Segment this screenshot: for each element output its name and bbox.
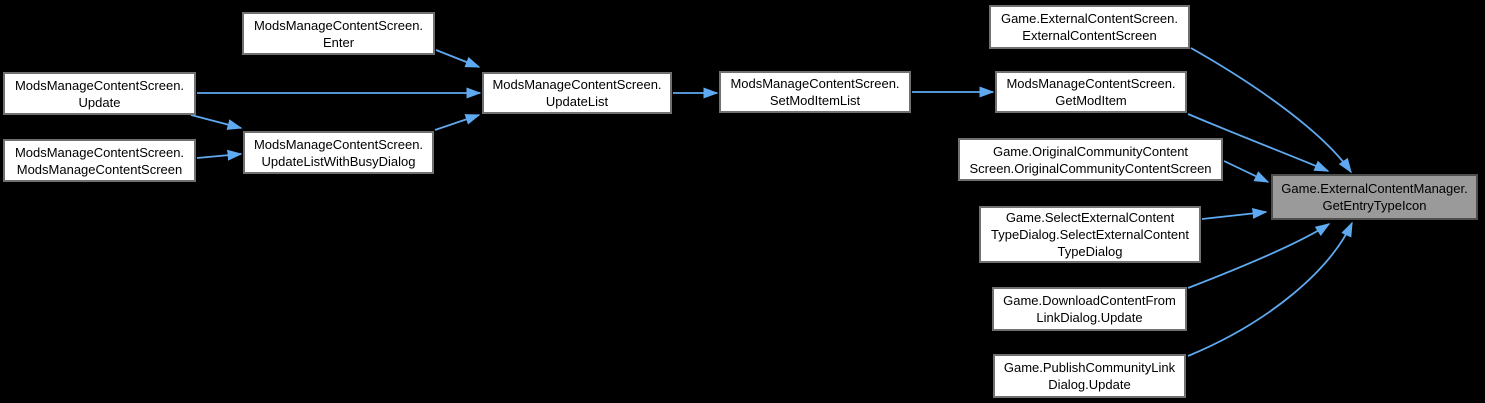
node-label-line: Game.SelectExternalContent	[1005, 210, 1175, 225]
node-label-line: ExternalContentScreen	[1022, 28, 1157, 43]
node-label-line: Update	[78, 94, 121, 110]
node-label-line: GetEntryTypeIcon	[1322, 198, 1427, 213]
edge-mods-update-to-mods-updatelistwithbusydialog	[190, 114, 243, 130]
node-label-line: Game.DownloadContentFrom	[1003, 293, 1176, 308]
node-label-line: Game.ExternalContentScreen.	[1000, 11, 1179, 26]
edge-mods-enter-to-mods-updatelist	[435, 49, 481, 68]
node-label-line: LinkDialog.Update	[1036, 310, 1143, 325]
node-mods-setmoditemlist[interactable]: ModsManageContentScreen. SetModItemList	[719, 71, 911, 113]
node-label-line: Game.ExternalContentManager.	[1281, 181, 1468, 196]
node-mods-modsmanagecontentscreen[interactable]: ModsManageContentScreen.ModsManageConten…	[3, 139, 196, 182]
node-label-line: UpdateList	[545, 94, 609, 109]
edge-game-downloadcontentfromlinkdialog-update-to-game-getentrytypeicon	[1187, 223, 1331, 289]
node-label-line: ModsManageContentScreen.	[14, 77, 185, 93]
node-mods-update[interactable]: ModsManageContentScreen.Update	[3, 72, 196, 115]
node-label-line: TypeDialog	[1057, 244, 1123, 259]
node-label-line: UpdateListWithBusyDialog	[261, 153, 416, 169]
node-label-line: ModsManageContentScreen	[16, 161, 183, 177]
node-label-line: Dialog.Update	[1048, 377, 1131, 392]
node-label-line: ModsManageContentScreen.	[730, 76, 900, 91]
node-label-line: Screen.OriginalCommunityContentScreen	[969, 160, 1212, 176]
node-mods-getmoditem[interactable]: ModsManageContentScreen. GetModItem	[995, 71, 1187, 113]
edge-game-externalcontentscreen-to-game-getentrytypeicon	[1190, 47, 1352, 174]
node-mods-enter[interactable]: ModsManageContentScreen.Enter	[242, 12, 435, 55]
node-label-line: ModsManageContentScreen.	[253, 136, 424, 152]
node-label-line: Game.PublishCommunityLink	[1003, 360, 1176, 375]
node-label-line: ModsManageContentScreen.	[492, 77, 662, 92]
node-mods-updatelist[interactable]: ModsManageContentScreen. UpdateList	[482, 72, 672, 114]
node-label-line: SetModItemList	[769, 93, 861, 108]
edge-game-selectexternalcontenttypedialog-to-game-getentrytypeicon	[1201, 208, 1268, 220]
node-game-externalcontentscreen[interactable]: Game.ExternalContentScreen. ExternalConte…	[989, 5, 1190, 49]
node-label-line: GetModItem	[1055, 93, 1127, 108]
node-mods-updatelistwithbusydialog[interactable]: ModsManageContentScreen.UpdateListWithBu…	[243, 131, 434, 174]
edge-game-publishcommunitylinkdialog-update-to-game-getentrytypeicon	[1187, 221, 1353, 357]
edge-game-originalcommunitycontentscreen-to-game-getentrytypeicon	[1223, 160, 1270, 183]
node-label-line: ModsManageContentScreen.	[1006, 76, 1176, 91]
edge-mods-updatelistwithbusydialog-to-mods-updatelist	[434, 114, 481, 131]
node-label-line: Game.OriginalCommunityContent	[992, 143, 1189, 159]
node-label-line: ModsManageContentScreen.	[253, 17, 424, 33]
node-label-line: Enter	[322, 34, 355, 50]
node-label-line: TypeDialog.SelectExternalContent	[990, 227, 1189, 242]
edge-mods-modsmanagecontentscreen-to-mods-updatelistwithbusydialog	[196, 149, 243, 161]
edge-mods-getmoditem-to-game-getentrytypeicon	[1187, 113, 1330, 172]
node-label-line: ModsManageContentScreen.	[14, 144, 185, 160]
node-game-getentrytypeicon: Game.ExternalContentManager. GetEntryType…	[1271, 174, 1478, 220]
